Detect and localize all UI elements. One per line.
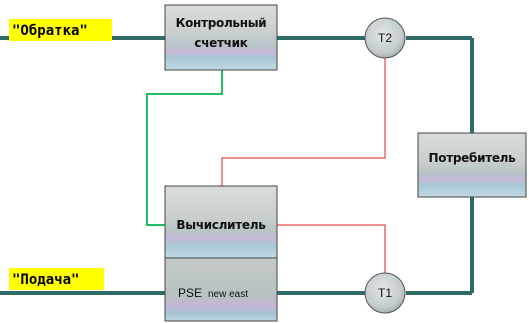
consumer-box <box>417 132 527 198</box>
pse-main-label: PSE <box>178 286 202 300</box>
sensor-t1: T1 <box>364 272 406 314</box>
green-signal-line <box>146 70 223 226</box>
control-meter-label-line1: Контрольный <box>176 16 267 30</box>
calculator-label: Вычислитель <box>176 218 266 232</box>
red-signal-t1 <box>277 224 386 273</box>
supply-label-text: "Подача" <box>12 272 79 288</box>
control-meter-block: Контрольный счетчик <box>164 4 278 71</box>
consumer-block: Потребитель <box>417 132 527 198</box>
return-label-bg <box>9 19 112 41</box>
supply-label-bg <box>9 268 104 290</box>
control-meter-box <box>164 4 278 71</box>
sensor-t1-circle <box>364 272 406 314</box>
calculator-block: Вычислитель <box>164 185 278 259</box>
pipes <box>0 36 474 295</box>
return-label: "Обратка" <box>9 19 112 41</box>
sensor-t2-label: T2 <box>378 31 392 45</box>
signal-lines <box>146 58 386 273</box>
red-signal-t2 <box>221 58 386 186</box>
pse-block: PSE new east <box>164 257 278 322</box>
sensor-t2: T2 <box>364 17 406 59</box>
return-label-text: "Обратка" <box>12 23 88 39</box>
supply-label: "Подача" <box>9 268 104 290</box>
pse-box <box>164 257 278 322</box>
consumer-label: Потребитель <box>429 151 517 165</box>
pse-sub-label: new east <box>208 289 248 300</box>
calculator-box <box>164 185 278 259</box>
sensor-t1-label: T1 <box>378 286 392 300</box>
control-meter-label-line2: счетчик <box>194 36 247 50</box>
sensor-t2-circle <box>364 17 406 59</box>
